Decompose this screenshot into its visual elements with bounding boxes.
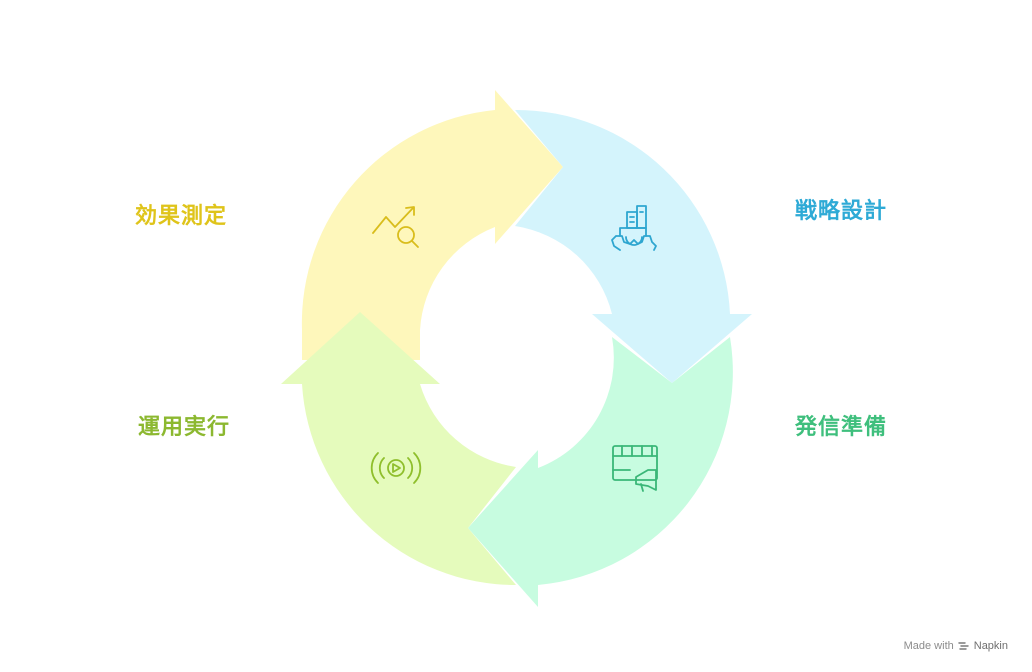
napkin-logo-icon: [958, 642, 969, 650]
stage-label-effect-measurement: 効果測定: [135, 204, 228, 229]
trend-magnifier-icon: [372, 206, 419, 248]
stage-label-strategy-design: 戦略設計: [795, 199, 888, 224]
segment-strategy-design: [515, 109, 752, 383]
segment-publishing-prep: [468, 337, 733, 607]
broadcast-play-icon: [370, 452, 422, 484]
watermark-brand: Napkin: [973, 640, 1008, 652]
stage-label-publishing-prep: 発信準備: [795, 415, 888, 440]
video-megaphone-icon: [612, 445, 658, 492]
stage-label-operation-execution: 運用実行: [138, 415, 231, 440]
watermark-prefix: Made with: [903, 640, 954, 652]
strategy-gear-icon: [611, 205, 657, 251]
segment-operation-execution: [281, 312, 516, 586]
napkin-watermark[interactable]: Made with Napkin: [904, 640, 1008, 652]
segment-effect-measurement: [301, 90, 563, 360]
